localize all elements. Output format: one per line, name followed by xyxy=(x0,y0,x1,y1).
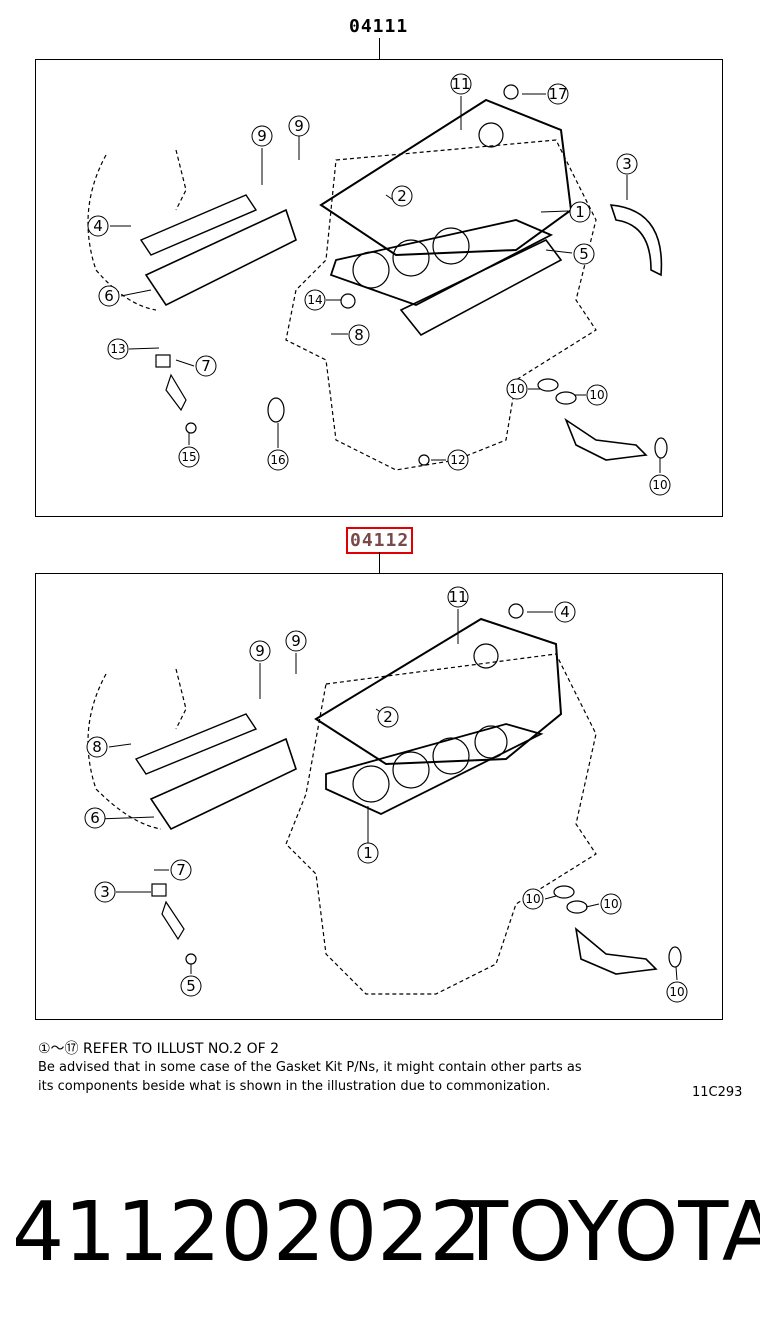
diagram-panel-2: 11 4 9 9 2 8 6 1 7 3 10 10 5 10 xyxy=(35,573,723,1020)
callout-8: 8 xyxy=(86,736,108,758)
svg-text:11: 11 xyxy=(448,588,467,606)
callout-9: 9 xyxy=(249,640,271,662)
svg-text:4: 4 xyxy=(560,603,570,621)
callout-14: 14 xyxy=(304,289,326,311)
svg-text:15: 15 xyxy=(181,450,196,464)
svg-text:10: 10 xyxy=(652,478,667,492)
svg-text:13: 13 xyxy=(110,342,125,356)
engine-gasket-illustration-1: 11 17 9 9 2 1 3 4 5 6 14 8 13 7 10 10 15… xyxy=(87,73,671,496)
callout-7: 7 xyxy=(170,859,192,881)
code-leader-line xyxy=(379,552,380,574)
callout-3: 3 xyxy=(94,881,116,903)
callout-8: 8 xyxy=(348,324,370,346)
kit-code-04112[interactable]: 04112 xyxy=(345,527,414,554)
callout-10: 10 xyxy=(600,893,622,915)
callout-9: 9 xyxy=(288,115,310,137)
callout-5: 5 xyxy=(180,975,202,997)
callout-10: 10 xyxy=(506,378,528,400)
callout-10: 10 xyxy=(586,384,608,406)
callout-11: 11 xyxy=(450,73,472,95)
svg-text:1: 1 xyxy=(363,844,373,862)
svg-text:9: 9 xyxy=(294,117,304,135)
callout-7: 7 xyxy=(195,355,217,377)
svg-text:7: 7 xyxy=(201,357,211,375)
callout-16: 16 xyxy=(267,449,289,471)
svg-text:5: 5 xyxy=(579,245,589,263)
callout-10: 10 xyxy=(666,981,688,1003)
callout-2: 2 xyxy=(391,185,413,207)
callout-1: 1 xyxy=(569,201,591,223)
callout-5: 5 xyxy=(573,243,595,265)
svg-text:10: 10 xyxy=(669,985,684,999)
svg-text:14: 14 xyxy=(307,293,322,307)
callout-6: 6 xyxy=(98,285,120,307)
svg-text:8: 8 xyxy=(92,738,102,756)
illustration-id: 11C293 xyxy=(692,1085,743,1100)
kit-code-04111[interactable]: 04111 xyxy=(349,16,409,37)
svg-text:6: 6 xyxy=(90,809,100,827)
brand-name: TOYOTA xyxy=(458,1185,760,1280)
callout-10: 10 xyxy=(649,474,671,496)
svg-text:3: 3 xyxy=(100,883,110,901)
advisory-line-2: its components beside what is shown in t… xyxy=(38,1079,551,1094)
svg-text:5: 5 xyxy=(186,977,196,995)
callout-17: 17 xyxy=(547,83,569,105)
callout-6: 6 xyxy=(84,807,106,829)
svg-text:2: 2 xyxy=(397,187,407,205)
refer-note: ①～⑰ REFER TO ILLUST NO.2 OF 2 xyxy=(38,1041,280,1057)
callout-10: 10 xyxy=(522,888,544,910)
svg-text:10: 10 xyxy=(509,382,524,396)
callout-4: 4 xyxy=(87,215,109,237)
svg-text:6: 6 xyxy=(104,287,114,305)
svg-text:16: 16 xyxy=(270,453,285,467)
svg-text:8: 8 xyxy=(354,326,364,344)
svg-text:1: 1 xyxy=(575,203,585,221)
svg-text:9: 9 xyxy=(255,642,265,660)
callout-4: 4 xyxy=(554,601,576,623)
diagram-panel-1: 11 17 9 9 2 1 3 4 5 6 14 8 13 7 10 10 15… xyxy=(35,59,723,517)
engine-gasket-illustration-2: 11 4 9 9 2 8 6 1 7 3 10 10 5 10 xyxy=(84,586,688,1003)
callout-13: 13 xyxy=(107,338,129,360)
callout-1: 1 xyxy=(357,842,379,864)
code-leader-line xyxy=(379,38,380,60)
callout-2: 2 xyxy=(377,706,399,728)
callout-15: 15 xyxy=(178,446,200,468)
svg-text:9: 9 xyxy=(291,632,301,650)
svg-text:9: 9 xyxy=(257,127,267,145)
part-number: 411202022 xyxy=(12,1185,482,1280)
svg-text:4: 4 xyxy=(93,217,103,235)
svg-text:7: 7 xyxy=(176,861,186,879)
svg-text:10: 10 xyxy=(603,897,618,911)
svg-text:10: 10 xyxy=(525,892,540,906)
advisory-line-1: Be advised that in some case of the Gask… xyxy=(38,1060,582,1075)
callout-9: 9 xyxy=(285,630,307,652)
callout-9: 9 xyxy=(251,125,273,147)
callout-11: 11 xyxy=(447,586,469,608)
callout-12: 12 xyxy=(447,449,469,471)
svg-text:3: 3 xyxy=(622,155,632,173)
svg-text:2: 2 xyxy=(383,708,393,726)
svg-text:11: 11 xyxy=(451,75,470,93)
svg-text:10: 10 xyxy=(589,388,604,402)
svg-text:12: 12 xyxy=(450,453,465,467)
callout-3: 3 xyxy=(616,153,638,175)
svg-text:17: 17 xyxy=(548,85,567,103)
